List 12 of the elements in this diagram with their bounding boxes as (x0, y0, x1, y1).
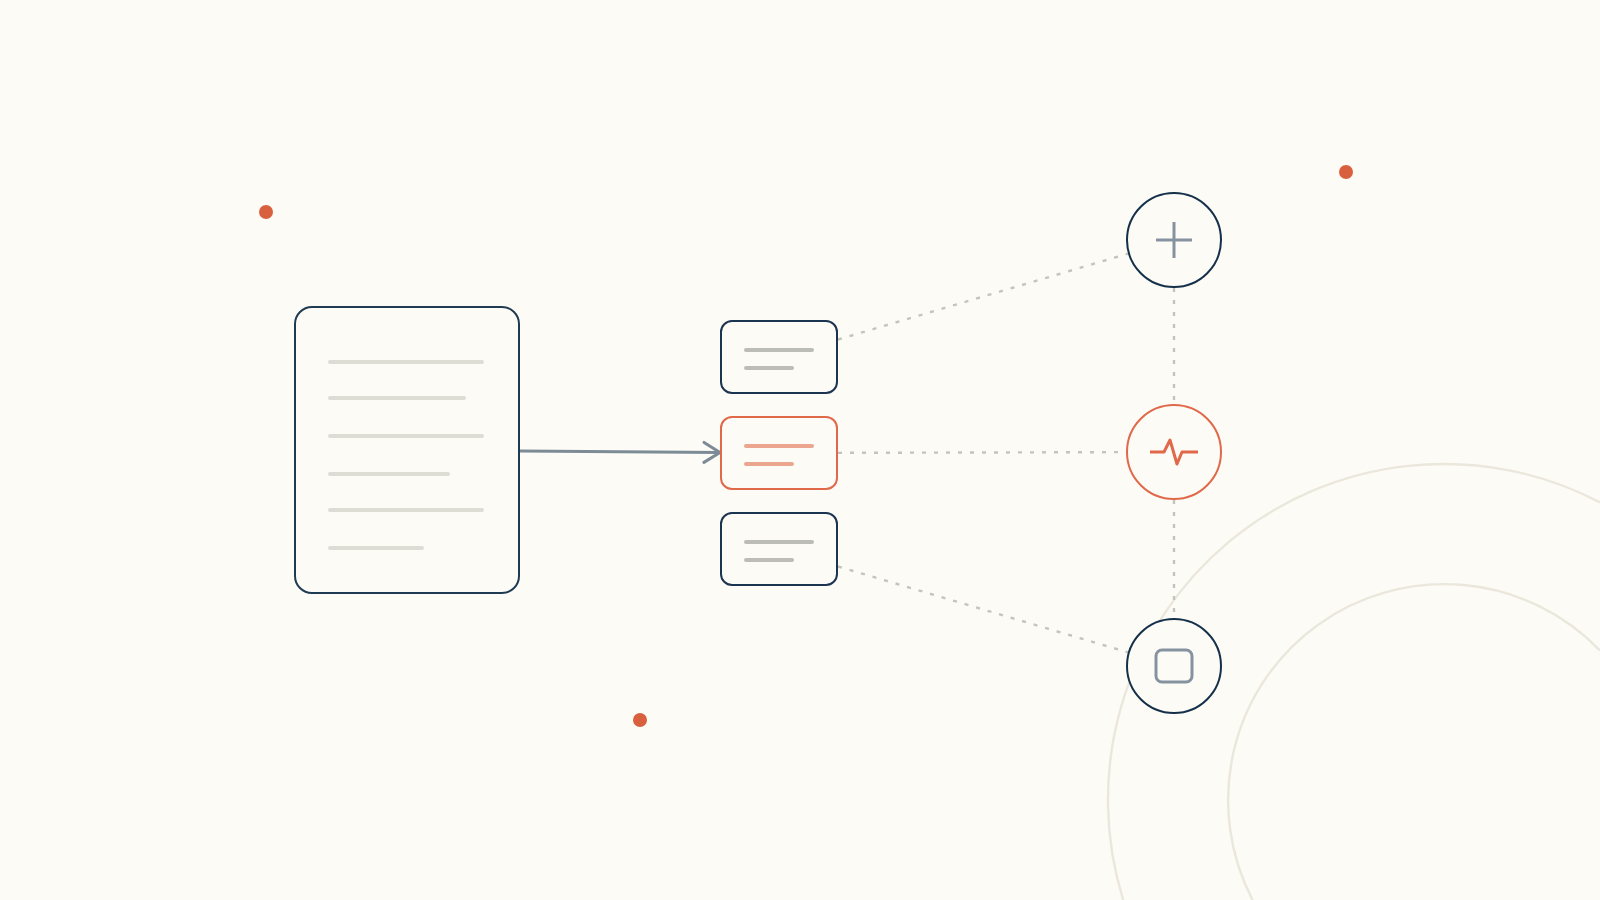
circle-node (1126, 192, 1222, 288)
circle-node (1126, 404, 1222, 500)
dotted-line (837, 252, 1129, 341)
list-card (720, 416, 838, 490)
document-card (294, 306, 520, 594)
arrow (520, 440, 722, 464)
dotted-line (1172, 288, 1176, 404)
dotted-line (1172, 500, 1176, 618)
list-card (720, 512, 838, 586)
list-card (720, 320, 838, 394)
dotted-line (837, 565, 1129, 654)
circle-node (1126, 618, 1222, 714)
